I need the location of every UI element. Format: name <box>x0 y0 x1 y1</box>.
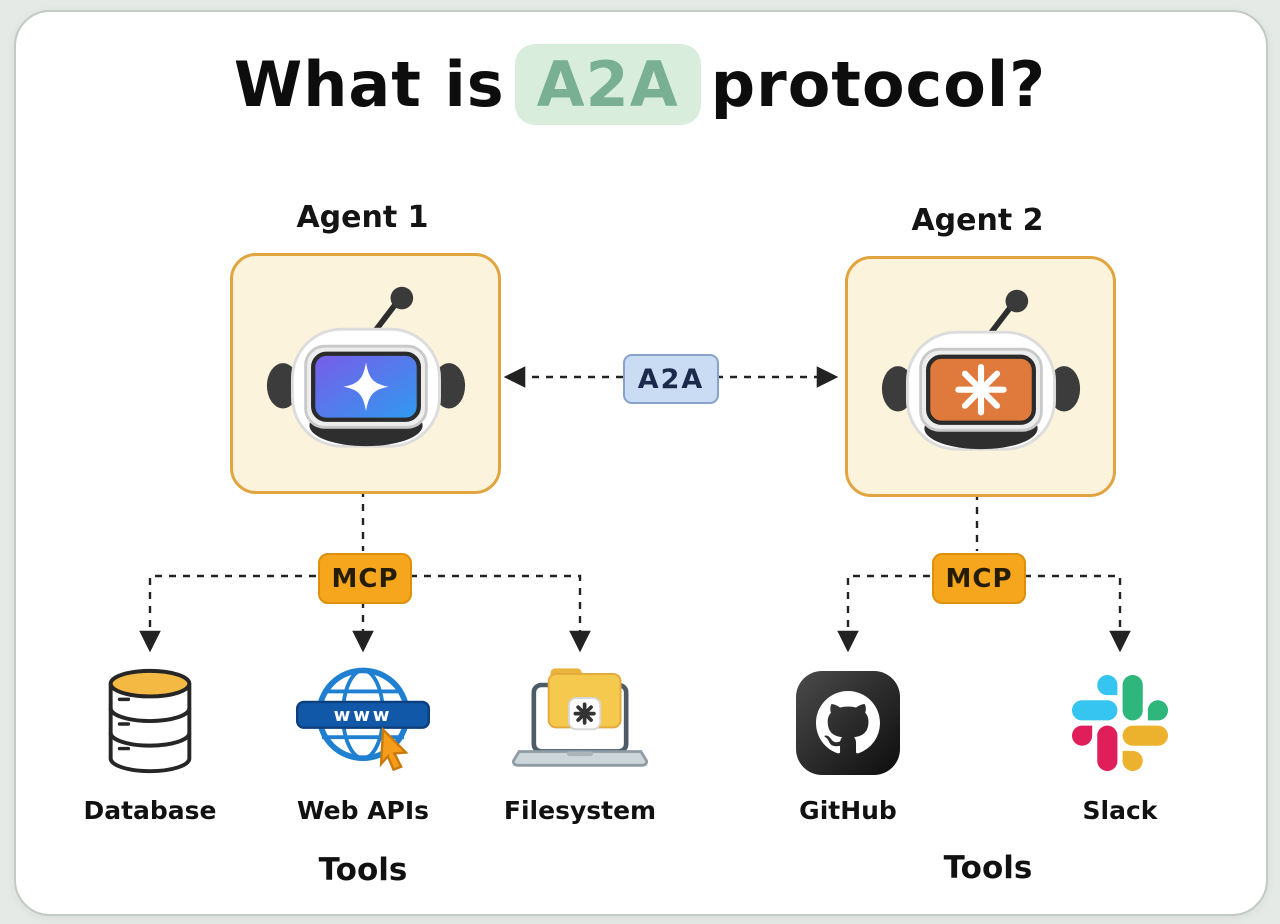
robot-icon-agent1 <box>266 286 465 448</box>
web-apis-label: Web APIs <box>296 796 430 825</box>
agent1-label: Agent 1 <box>296 200 429 235</box>
agent2-box <box>845 256 1116 497</box>
slack-label: Slack <box>1082 796 1158 825</box>
title-prefix: What is <box>233 48 505 121</box>
mcp-badge-left: MCP <box>318 553 412 604</box>
filesystem-icon <box>505 660 655 782</box>
slack-icon <box>1045 662 1195 784</box>
starburst-icon <box>954 363 1007 415</box>
title-suffix: protocol? <box>710 48 1047 121</box>
database-icon <box>75 662 225 784</box>
flower-gear-icon <box>573 702 596 725</box>
tools-group-label-left: Tools <box>318 852 408 888</box>
tools-group-label-right: Tools <box>943 850 1033 886</box>
cursor-arrow-icon <box>379 726 409 772</box>
agent2-label: Agent 2 <box>911 203 1044 238</box>
web-apis-icon: www <box>288 660 438 782</box>
github-icon <box>773 662 923 784</box>
filesystem-label: Filesystem <box>503 796 657 825</box>
a2a-protocol-badge: A2A <box>623 354 719 404</box>
github-label: GitHub <box>799 796 897 825</box>
title-highlight-a2a: A2A <box>514 44 701 125</box>
mcp-badge-right: MCP <box>932 553 1026 604</box>
sparkle-star-icon <box>342 361 389 411</box>
robot-icon-agent2 <box>881 289 1080 451</box>
database-label: Database <box>83 796 217 825</box>
www-banner-text: www <box>334 705 393 726</box>
agent1-box <box>230 253 501 494</box>
